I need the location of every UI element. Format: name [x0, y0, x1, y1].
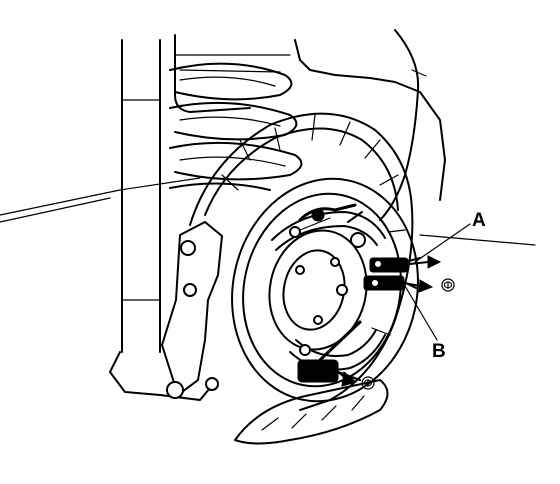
torque-symbols: Ф Ф [361, 278, 455, 390]
brake-drum-hub [231, 177, 419, 403]
callout-b: B [432, 341, 446, 362]
callout-a: A [472, 210, 486, 231]
strut [121, 39, 161, 353]
knuckle [109, 221, 223, 401]
leader-b [404, 285, 438, 341]
arrow-upper-head [427, 255, 442, 269]
torque-mark-lower: Ф [363, 377, 372, 390]
arrow-middle-head [418, 279, 434, 293]
retainer-assembly [363, 257, 421, 291]
lower-shield [234, 379, 389, 445]
arrow-lower-head [341, 371, 358, 387]
brake-hose [379, 29, 427, 221]
torque-icon-lower [361, 376, 375, 390]
upper-spring-assembly [289, 203, 366, 248]
coil-spring [169, 62, 303, 191]
lower-spring-assembly [297, 320, 362, 383]
vehicle-body-outline [0, 34, 536, 246]
leader-a [414, 223, 471, 263]
leader-lines [404, 223, 471, 341]
torque-icon-upper [441, 278, 455, 292]
removal-arrows [337, 255, 442, 387]
lower-bolt [166, 381, 184, 399]
torque-mark-upper: Ф [443, 279, 452, 292]
